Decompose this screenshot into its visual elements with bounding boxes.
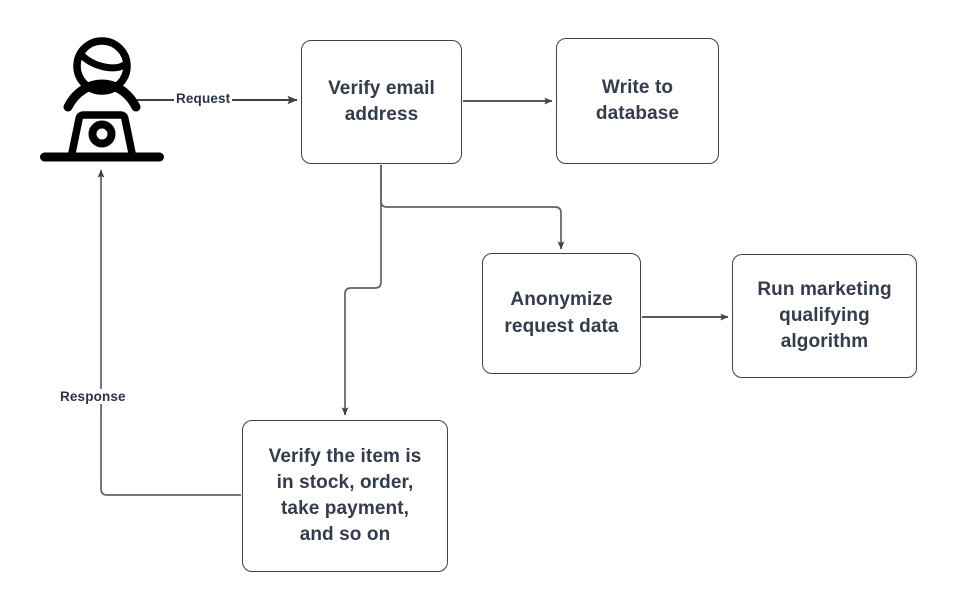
person-at-laptop-icon	[40, 37, 164, 162]
edge-label-response: Response	[58, 389, 128, 404]
node-verify-item[interactable]: Verify the item is in stock, order, take…	[242, 420, 448, 572]
edge-verify-email-to-verify-item	[341, 165, 382, 416]
node-write-database[interactable]: Write to database	[556, 38, 719, 164]
node-run-marketing[interactable]: Run marketing qualifying algorithm	[732, 254, 917, 378]
edge-label-request: Request	[174, 91, 233, 106]
node-anonymize-request[interactable]: Anonymize request data	[482, 253, 641, 374]
edge-verify-email-to-anonymize	[380, 165, 565, 250]
node-verify-email[interactable]: Verify email address	[301, 40, 462, 164]
edge-response	[97, 169, 241, 496]
